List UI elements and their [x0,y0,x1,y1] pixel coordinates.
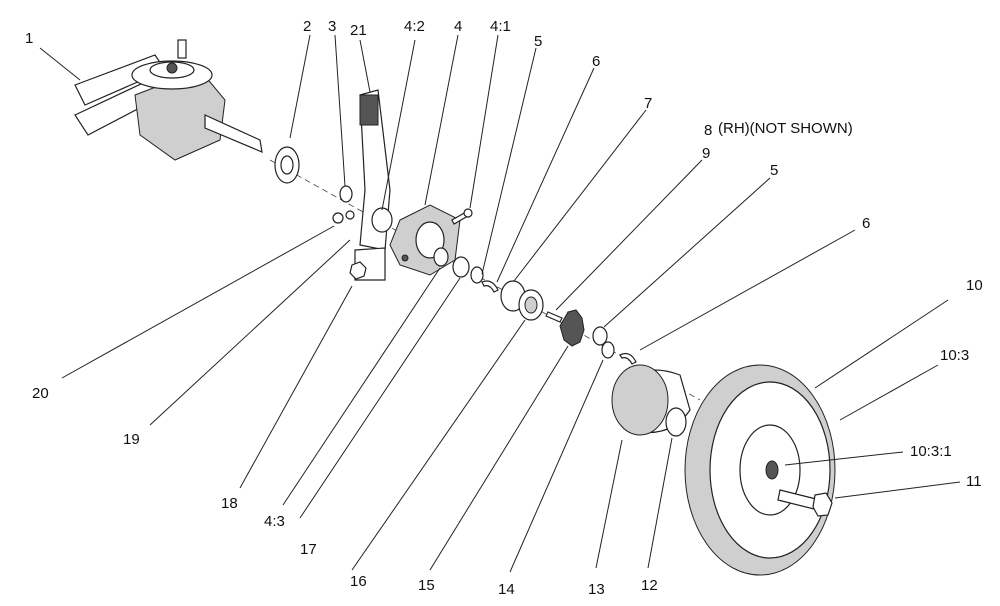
part-10-wheel [684,364,836,576]
callout-17: 17 [300,541,317,558]
part-13-ring-gear [611,364,691,436]
callout-16: 16 [350,573,367,590]
part-2-washer [274,146,300,184]
part-5-spacer [470,266,484,284]
part-11-axle-bolt [777,489,833,517]
transmission-gearbox [74,39,263,161]
part-12-cap [665,407,687,437]
callout-10-3: 10:3 [940,347,969,364]
part-5-spacer-b [592,326,608,346]
part-6-clip [481,280,499,293]
callout-4-3: 4:3 [264,513,285,530]
part-15-pinion-gear [559,309,585,347]
part-4-1-screw [451,208,473,225]
callout-labels: 1 2 3 21 4:2 4 4:1 5 6 7 8 (RH)(NOT SHOW… [25,18,983,598]
part-17-washer [452,256,470,278]
part-3-ring [339,185,353,203]
part-21-adjust-lever [354,89,391,281]
callout-1: 1 [25,30,33,47]
callout-4: 4 [454,18,462,35]
callout-4-2: 4:2 [404,18,425,35]
callout-6-right: 6 [862,215,870,232]
callout-5-right: 5 [770,162,778,179]
part-9-pin [545,311,563,323]
leader-lines [39,34,961,573]
part-4-3-bearing [433,247,449,267]
callout-7: 7 [644,95,652,112]
part-4-2-bushing [371,207,393,233]
callout-21: 21 [350,22,367,39]
callout-20: 20 [32,385,49,402]
callout-15: 15 [418,577,435,594]
callout-4-1: 4:1 [490,18,511,35]
callout-13: 13 [588,581,605,598]
callout-14: 14 [498,581,515,598]
callout-5-top: 5 [534,33,542,50]
part-4-bracket [389,204,461,276]
callout-3: 3 [328,18,336,35]
callout-2: 2 [303,18,311,35]
callout-9: 9 [702,145,710,162]
callout-8: 8 [704,122,712,139]
callout-19: 19 [123,431,140,448]
part-6-clip-b [619,352,637,365]
callout-6-top: 6 [592,53,600,70]
callout-10-3-1: 10:3:1 [910,443,952,460]
callout-8-note: (RH)(NOT SHOWN) [718,120,853,137]
callout-10: 10 [966,277,983,294]
callout-18: 18 [221,495,238,512]
part-14-washer [601,341,615,359]
callout-11: 11 [966,473,982,490]
part-19-screw [345,210,355,220]
part-16-bearing [518,289,544,321]
part-20-bolt [332,212,344,224]
part-18-nut [349,261,367,280]
assembly-axis [269,159,701,401]
callout-12: 12 [641,577,658,594]
